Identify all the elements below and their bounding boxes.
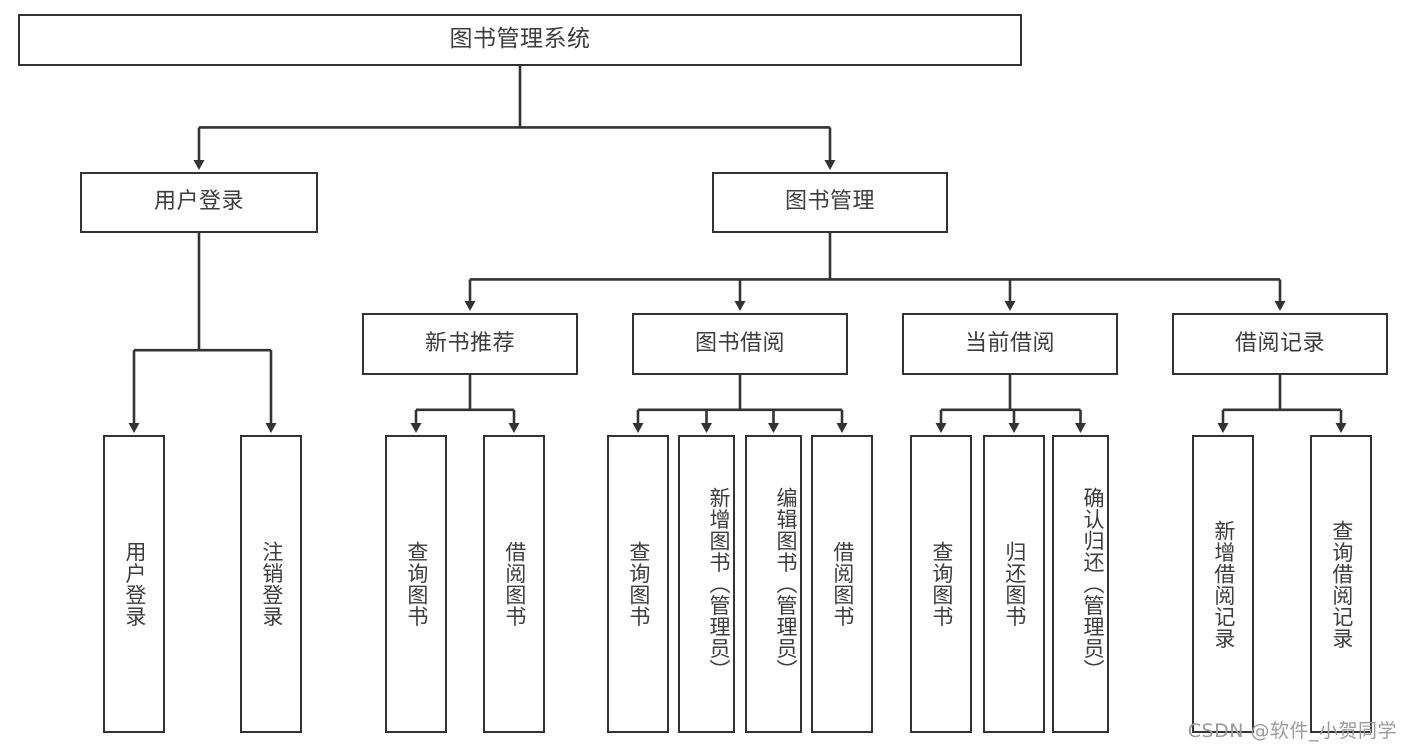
node-label: 查询图书 <box>929 541 954 627</box>
node-leaf-9[interactable]: 查询图书 <box>910 435 972 733</box>
node-label: 注销登录 <box>259 541 284 627</box>
node-label: 查询图书 <box>404 541 429 627</box>
node-label: 借阅图书 <box>830 541 855 627</box>
node-leaf-10[interactable]: 归还图书 <box>983 435 1045 733</box>
watermark-text: CSDN @软件_小贺同学 <box>1187 720 1397 742</box>
node-leaf-2[interactable]: 注销登录 <box>240 435 302 733</box>
node-label: 当前借阅 <box>964 330 1055 356</box>
node-label: 图书管理 <box>784 189 875 215</box>
node-root[interactable]: 图书管理系统 <box>18 14 1022 66</box>
node-leaf-13[interactable]: 查询借阅记录 <box>1310 435 1372 733</box>
node-label: 查询图书 <box>626 541 651 627</box>
node-newbook[interactable]: 新书推荐 <box>362 313 578 375</box>
node-leaf-7[interactable]: 编辑图书（管理员） <box>745 435 802 733</box>
node-label: 图书借阅 <box>694 330 785 356</box>
node-leaf-11[interactable]: 确认归还（管理员） <box>1052 435 1109 733</box>
node-label: 借阅记录 <box>1234 330 1325 356</box>
node-borrow[interactable]: 图书借阅 <box>632 313 848 375</box>
node-label: 用户登录 <box>153 189 244 215</box>
node-leaf-12[interactable]: 新增借阅记录 <box>1192 435 1254 733</box>
node-leaf-6[interactable]: 新增图书（管理员） <box>678 435 735 733</box>
node-label: 查询借阅记录 <box>1329 519 1354 649</box>
node-records[interactable]: 借阅记录 <box>1172 313 1388 375</box>
node-label: 编辑图书（管理员） <box>774 487 798 681</box>
node-label: 新增图书（管理员） <box>707 487 731 681</box>
node-label: 用户登录 <box>122 541 147 627</box>
node-label: 图书管理系统 <box>449 26 591 53</box>
node-label: 借阅图书 <box>502 541 527 627</box>
node-label: 新增借阅记录 <box>1211 519 1236 649</box>
node-leaf-8[interactable]: 借阅图书 <box>811 435 873 733</box>
node-login[interactable]: 用户登录 <box>80 172 318 233</box>
node-leaf-5[interactable]: 查询图书 <box>607 435 669 733</box>
node-leaf-1[interactable]: 用户登录 <box>103 435 165 733</box>
node-bookmgmt[interactable]: 图书管理 <box>712 172 948 233</box>
node-label: 确认归还（管理员） <box>1081 487 1105 681</box>
node-label: 归还图书 <box>1002 541 1027 627</box>
node-leaf-3[interactable]: 查询图书 <box>385 435 447 733</box>
node-label: 新书推荐 <box>424 330 515 356</box>
node-current[interactable]: 当前借阅 <box>902 313 1118 375</box>
node-leaf-4[interactable]: 借阅图书 <box>483 435 545 733</box>
